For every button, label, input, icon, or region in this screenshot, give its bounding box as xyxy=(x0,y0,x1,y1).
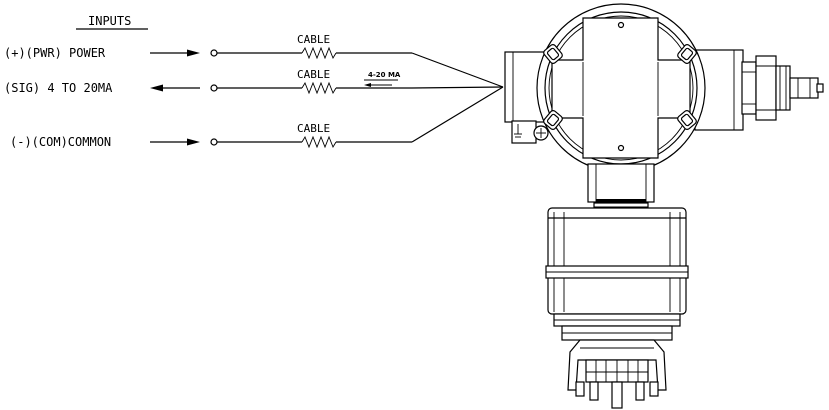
ground-lug xyxy=(511,120,537,144)
gland-stem xyxy=(789,77,819,99)
neck-upper xyxy=(587,163,655,203)
input-row-common: (-)(COM)COMMON CABLE xyxy=(10,122,412,149)
transmitter-housing xyxy=(504,3,744,173)
splash-guard xyxy=(567,339,667,409)
guard-shell xyxy=(567,339,667,391)
lug-bolt-icon xyxy=(543,43,563,65)
lug-bolt-icon xyxy=(677,109,697,131)
plate-hole-bottom xyxy=(617,144,625,152)
gland-nut-1 xyxy=(741,61,757,115)
gland-nut-2 xyxy=(775,65,791,111)
sensor-housing xyxy=(545,207,689,341)
input-label-common: (-)(COM)COMMON xyxy=(10,135,111,149)
input-row-signal: (SIG) 4 TO 20MA CABLE 4-20 MA xyxy=(4,68,412,95)
input-row-power: (+)(PWR) POWER CABLE xyxy=(4,33,412,60)
lug-bolt-icon xyxy=(543,109,563,131)
lug-bolt-icon xyxy=(677,43,697,65)
input-label-signal: (SIG) 4 TO 20MA xyxy=(4,81,113,95)
signal-note-arrow-head xyxy=(364,83,371,87)
sensor-can xyxy=(547,207,687,315)
terminal-common xyxy=(210,138,218,146)
plate-hole-top xyxy=(617,21,625,29)
arrow-head-signal xyxy=(150,84,163,92)
terminal-power xyxy=(210,49,218,57)
cable-label-signal: CABLE xyxy=(297,68,330,81)
sensor-neck xyxy=(587,163,655,212)
resistor-power-icon xyxy=(301,46,337,60)
signal-note: 4-20 MA xyxy=(368,71,401,79)
resistor-signal-icon xyxy=(301,81,337,95)
converging-wires xyxy=(411,52,504,143)
cable-gland xyxy=(741,55,824,121)
inputs-header: INPUTS xyxy=(88,14,131,28)
terminal-signal xyxy=(210,84,218,92)
arrow-head-power xyxy=(187,49,200,57)
input-label-power: (+)(PWR) POWER xyxy=(4,46,106,60)
arrow-head-common xyxy=(187,138,200,146)
cable-label-common: CABLE xyxy=(297,122,330,135)
resistor-common-icon xyxy=(301,135,337,149)
cable-label-power: CABLE xyxy=(297,33,330,46)
